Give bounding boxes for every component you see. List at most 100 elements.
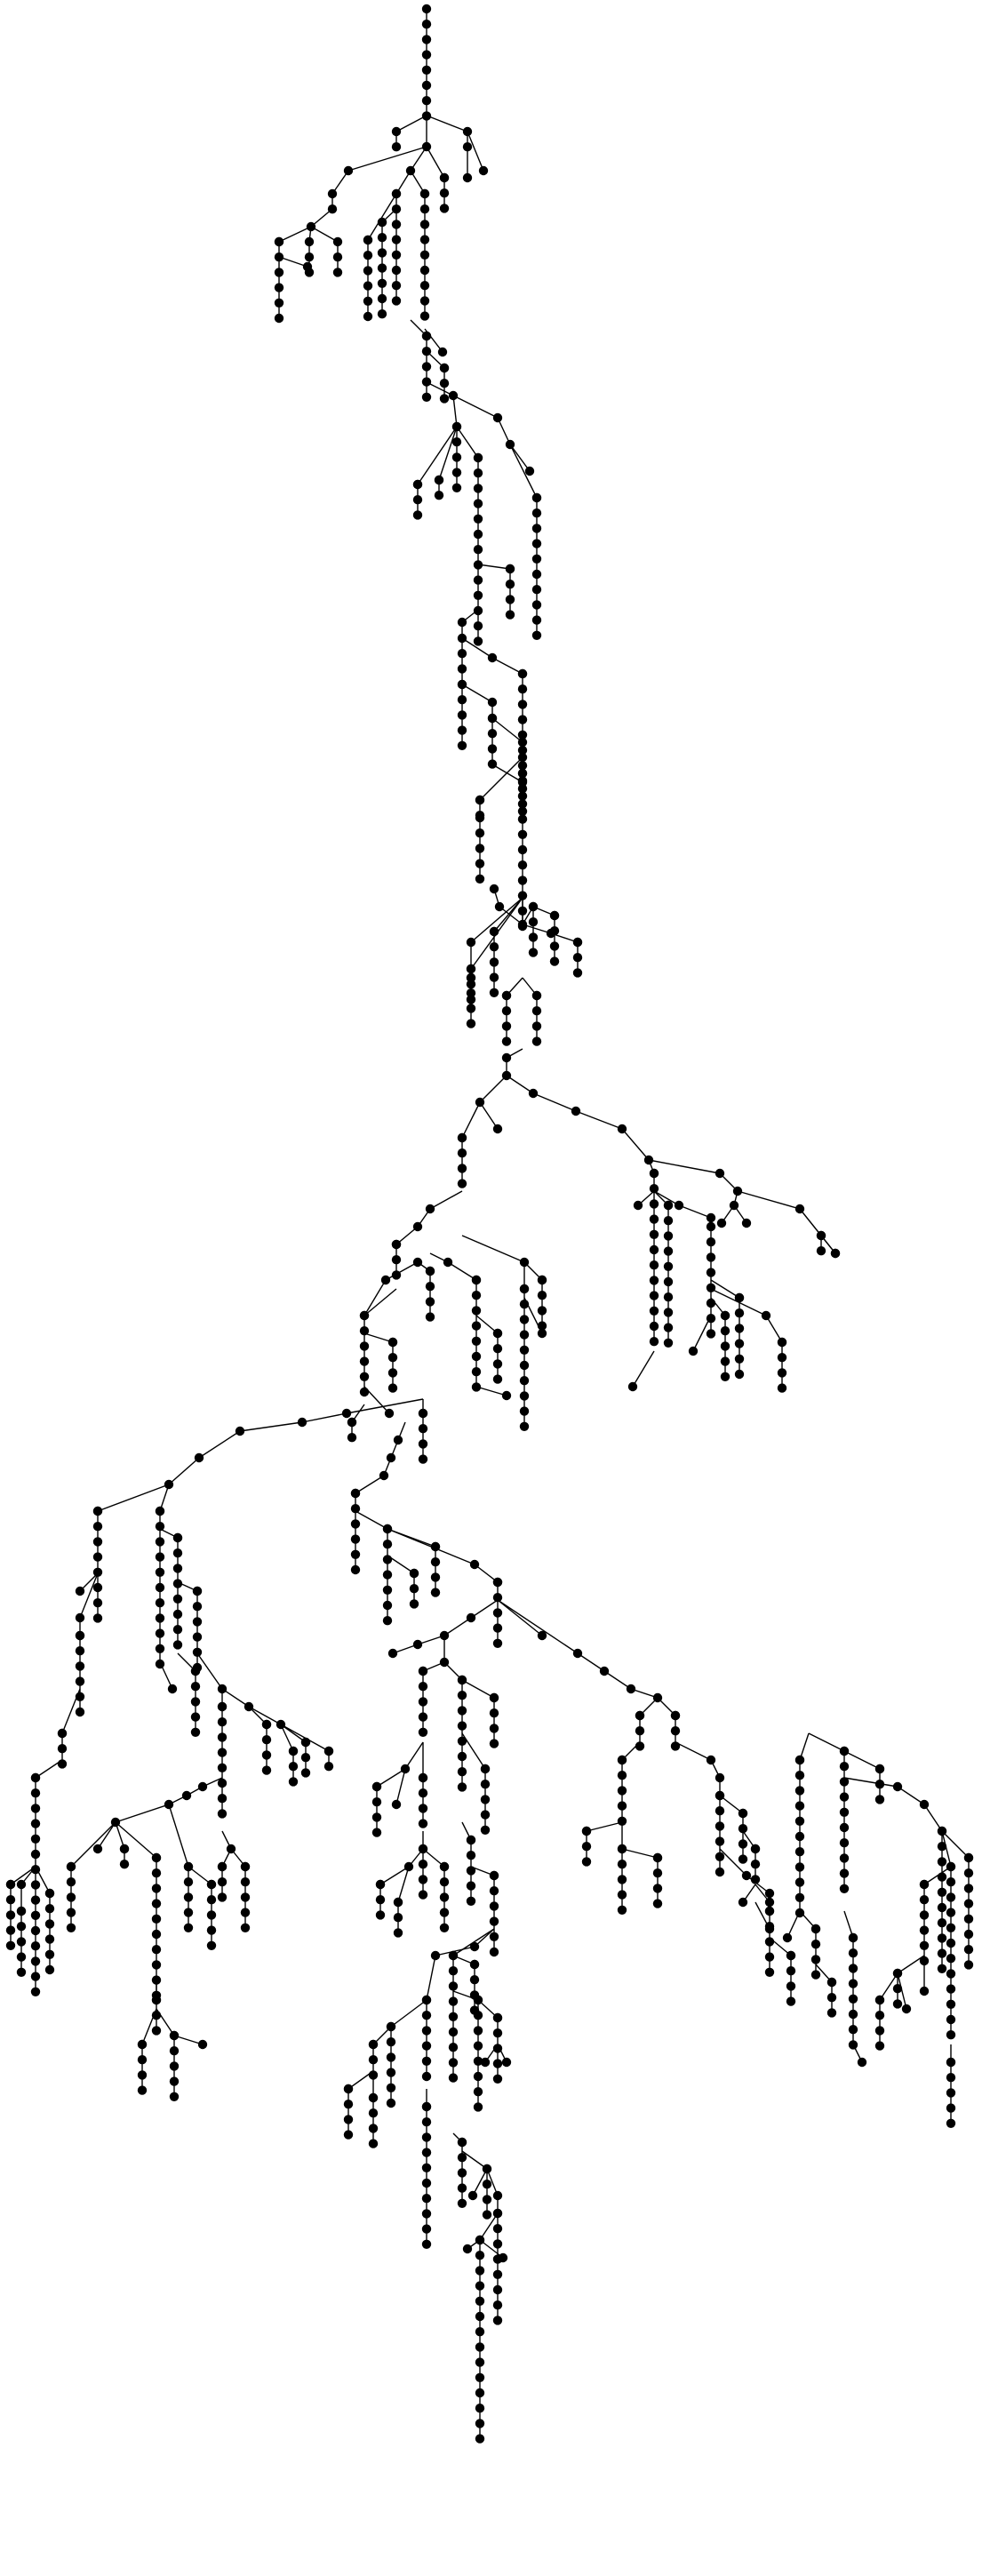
tree-node-597 <box>466 1612 476 1623</box>
tree-node-888 <box>946 2073 956 2083</box>
tree-node-159 <box>517 752 528 763</box>
tree-node-358 <box>519 1300 530 1309</box>
tree-node-677 <box>489 1947 499 1957</box>
tree-node-139 <box>517 715 528 724</box>
tree-edge-442 <box>115 1821 125 1850</box>
tree-edge-689 <box>621 1848 659 1859</box>
tree-node-347 <box>492 1359 503 1369</box>
tree-node-456 <box>192 1632 203 1642</box>
tree-node-855 <box>937 1842 947 1852</box>
tree-node-296 <box>688 1346 699 1356</box>
tree-node-642 <box>418 1788 428 1798</box>
tree-edge-521 <box>497 1599 579 1654</box>
tree-edge-119 <box>461 637 493 659</box>
tree-node-305 <box>425 1204 435 1214</box>
tree-node-944 <box>475 2251 485 2260</box>
tree-node-151 <box>457 740 467 750</box>
tree-node-723 <box>386 2068 396 2077</box>
tree-edge-519 <box>470 1599 499 1619</box>
tree-node-41 <box>391 220 402 229</box>
tree-edge-782 <box>879 1972 898 2001</box>
tree-node-655 <box>439 1923 450 1932</box>
tree-node-15 <box>343 165 354 176</box>
tree-node-832 <box>786 1950 796 1961</box>
tree-node-459 <box>167 1684 178 1694</box>
tree-node-33 <box>405 165 416 176</box>
tree-node-63 <box>419 311 430 321</box>
tree-node-648 <box>418 1875 428 1884</box>
tree-node-751 <box>467 2190 478 2201</box>
tree-node-163 <box>517 777 528 788</box>
tree-node-848 <box>874 1764 885 1774</box>
tree-edge-263 <box>461 1101 481 1139</box>
tree-node-867 <box>963 1884 974 1893</box>
tree-node-868 <box>963 1899 974 1908</box>
tree-node-756 <box>492 2239 503 2249</box>
tree-node-157 <box>487 744 498 754</box>
tree-node-672 <box>489 1870 499 1881</box>
tree-node-876 <box>946 1892 956 1902</box>
tree-node-940 <box>826 1993 837 2003</box>
tree-node-504 <box>92 1844 103 1854</box>
tree-node-603 <box>439 1630 450 1641</box>
tree-node-319 <box>387 1337 398 1348</box>
tree-node-231 <box>715 1168 725 1179</box>
tree-node-593 <box>492 1593 503 1603</box>
tree-node-445 <box>172 1548 183 1558</box>
tree-node-596 <box>492 1638 503 1649</box>
tree-node-818 <box>750 1860 761 1869</box>
tree-edge-198 <box>506 1075 534 1094</box>
tree-edge-409 <box>196 1652 223 1690</box>
tree-node-131 <box>457 633 467 644</box>
tree-node-223 <box>531 1021 542 1031</box>
tree-node-43 <box>391 250 402 260</box>
tree-node-404 <box>30 1895 41 1905</box>
tree-node-303 <box>457 1179 467 1188</box>
tree-edge-99 <box>497 417 511 445</box>
tree-node-633 <box>400 1764 411 1774</box>
tree-edge-15 <box>331 170 349 195</box>
tree-node-444 <box>172 1532 183 1543</box>
tree-node-953 <box>475 2388 485 2398</box>
tree-node-669 <box>466 1881 476 1891</box>
tree-node-580 <box>382 1616 393 1626</box>
tree-node-62 <box>419 296 430 306</box>
tree-node-84 <box>492 412 503 423</box>
tree-node-623 <box>489 1692 499 1703</box>
tree-node-839 <box>839 1777 850 1787</box>
tree-node-107 <box>473 575 483 585</box>
tree-node-736 <box>368 2092 379 2103</box>
tree-node-653 <box>439 1892 450 1902</box>
tree-node-247 <box>649 1229 659 1240</box>
tree-node-289 <box>734 1369 745 1380</box>
tree-node-21 <box>274 252 284 262</box>
tree-node-877 <box>946 1908 956 1917</box>
tree-node-880 <box>946 1954 956 1964</box>
tree-node-46 <box>391 296 402 306</box>
tree-node-447 <box>172 1579 183 1588</box>
tree-edge-84 <box>438 426 458 481</box>
tree-node-440 <box>155 1628 165 1638</box>
tree-edge-459 <box>188 1866 212 1885</box>
tree-node-182 <box>475 874 485 884</box>
tree-node-668 <box>466 1866 476 1876</box>
tree-node-400 <box>30 1834 41 1844</box>
tree-node-18 <box>306 221 316 232</box>
tree-node-703 <box>492 2012 503 2023</box>
tree-node-65 <box>377 217 387 228</box>
tree-node-554 <box>169 2061 180 2071</box>
tree-node-407 <box>30 1941 41 1951</box>
tree-node-644 <box>418 1819 428 1828</box>
tree-node-618 <box>457 1736 467 1747</box>
tree-node-889 <box>946 2088 956 2098</box>
tree-node-835 <box>786 1996 796 2006</box>
tree-edge-199 <box>532 1092 577 1112</box>
tree-node-177 <box>489 884 499 894</box>
tree-node-584 <box>430 1572 441 1582</box>
tree-node-70 <box>377 293 387 304</box>
tree-node-37 <box>439 204 450 213</box>
tree-node-185 <box>489 942 499 952</box>
tree-node-801 <box>652 1899 663 1908</box>
tree-node-496 <box>164 1799 174 1810</box>
tree-node-894 <box>919 1895 930 1905</box>
